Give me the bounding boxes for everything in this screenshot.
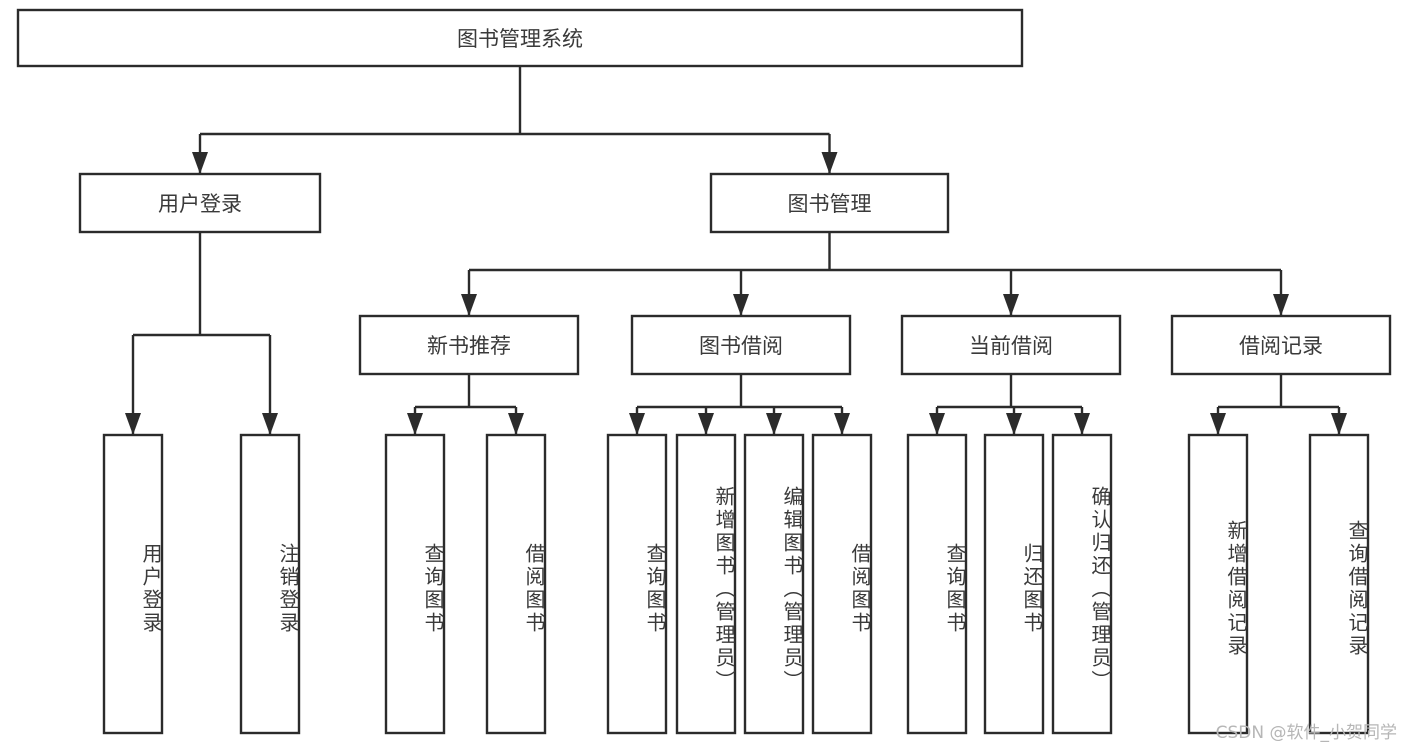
arrow-head-book-borrow-2 <box>766 413 782 435</box>
node-borrow-record-label: 借阅记录 <box>1239 334 1323 358</box>
arrow-head-book-borrow-0 <box>629 413 645 435</box>
node-new-book-recommend[interactable] <box>358 314 580 376</box>
node-leaf-query-book-1[interactable] <box>384 433 446 735</box>
arrow-head-root-1 <box>821 152 838 174</box>
watermark: CSDN @软件_小贺同学 <box>1215 723 1397 743</box>
arrow-head-root-0 <box>192 152 208 174</box>
node-current-borrow-label: 当前借阅 <box>969 334 1053 358</box>
arrow-head-book-manage-1 <box>733 294 749 316</box>
node-leaf-query-book-2[interactable] <box>606 433 668 735</box>
arrow-head-book-manage-3 <box>1273 294 1289 316</box>
connector-layer <box>125 66 1347 435</box>
arrow-head-book-manage-0 <box>461 294 477 316</box>
node-leaf-borrow-book-2[interactable] <box>811 433 873 735</box>
node-user-login-label: 用户登录 <box>158 192 242 216</box>
node-book-manage-label: 图书管理 <box>788 192 872 216</box>
node-leaf-return-book[interactable] <box>983 433 1045 735</box>
node-user-login[interactable] <box>78 172 322 234</box>
arrow-head-book-borrow-3 <box>834 413 850 435</box>
box-layer <box>16 8 1392 735</box>
arrow-head-current-borrow-2 <box>1074 413 1090 435</box>
arrow-head-borrow-record-0 <box>1210 413 1226 435</box>
node-borrow-record[interactable] <box>1170 314 1392 376</box>
node-leaf-add-record[interactable] <box>1187 433 1249 735</box>
node-leaf-edit-book[interactable] <box>743 433 805 735</box>
node-book-borrow-label: 图书借阅 <box>699 334 783 358</box>
arrow-head-user-login-0 <box>125 413 141 435</box>
arrow-head-current-borrow-0 <box>929 413 945 435</box>
node-book-borrow[interactable] <box>630 314 852 376</box>
node-root[interactable] <box>16 8 1024 68</box>
node-book-manage[interactable] <box>709 172 950 234</box>
node-current-borrow[interactable] <box>900 314 1122 376</box>
arrow-head-user-login-1 <box>262 413 278 435</box>
arrow-head-new-book-recommend-0 <box>407 413 423 435</box>
arrow-head-borrow-record-1 <box>1331 413 1347 435</box>
node-leaf-confirm-return[interactable] <box>1051 433 1113 735</box>
node-leaf-borrow-book-1[interactable] <box>485 433 547 735</box>
arrow-head-book-manage-2 <box>1003 294 1019 316</box>
node-new-book-recommend-label: 新书推荐 <box>427 334 511 358</box>
node-leaf-user-login[interactable] <box>102 433 164 735</box>
node-leaf-query-record[interactable] <box>1308 433 1370 735</box>
node-leaf-add-book[interactable] <box>675 433 737 735</box>
arrow-head-current-borrow-1 <box>1006 413 1022 435</box>
arrow-head-book-borrow-1 <box>698 413 714 435</box>
node-leaf-query-book-3[interactable] <box>906 433 968 735</box>
node-leaf-logout[interactable] <box>239 433 301 735</box>
arrow-head-new-book-recommend-1 <box>508 413 524 435</box>
node-root-label: 图书管理系统 <box>457 27 583 51</box>
